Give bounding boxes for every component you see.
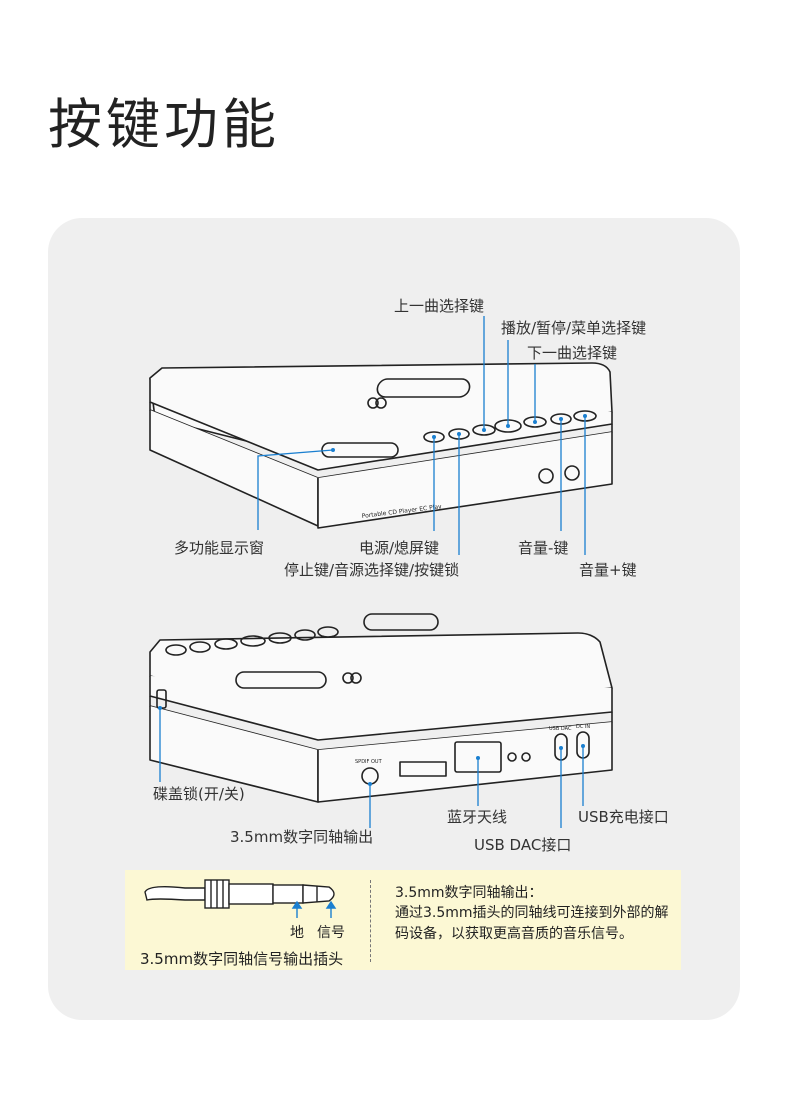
- note-title: 3.5mm数字同轴输出：: [395, 885, 543, 901]
- callout-dots: [158, 414, 587, 786]
- callout-usb-charge: USB充电接口: [578, 808, 669, 826]
- device-side-illustration: [149, 613, 613, 803]
- callout-lid-lock: 碟盖锁(开/关): [153, 785, 245, 803]
- callout-display-window: 多功能显示窗: [174, 539, 265, 557]
- usb-dac-port-label: USB DAC: [549, 726, 572, 732]
- callout-next-track: 下一曲选择键: [527, 344, 618, 362]
- coax-plug-illustration: [144, 879, 337, 918]
- spdif-port-label: SPDIF OUT: [355, 759, 383, 765]
- note-divider: [370, 880, 371, 962]
- callout-power: 电源/熄屏键: [359, 539, 440, 557]
- coax-plug-note: 地 信号 3.5mm数字同轴信号输出插头 3.5mm数字同轴输出： 通过3.5m…: [125, 870, 681, 970]
- page-title: 按键功能: [48, 93, 280, 156]
- plug-signal-label: 信号: [317, 925, 345, 941]
- callout-volume-down: 音量-键: [518, 539, 569, 557]
- plug-caption: 3.5mm数字同轴信号输出插头: [140, 950, 344, 968]
- callout-play-pause: 播放/暂停/菜单选择键: [501, 319, 647, 337]
- callout-bluetooth-antenna: 蓝牙天线: [447, 808, 508, 826]
- callout-stop: 停止键/音源选择键/按键锁: [284, 561, 460, 579]
- top-callout-lines: [257, 316, 586, 555]
- callout-prev-track: 上一曲选择键: [394, 297, 485, 315]
- device-top-illustration: [149, 362, 613, 529]
- plug-ground-label: 地: [290, 925, 304, 941]
- dc-in-port-label: DC IN: [576, 724, 590, 730]
- callout-usb-dac: USB DAC接口: [474, 836, 572, 854]
- side-callout-lines: [159, 708, 584, 828]
- callout-coax-output: 3.5mm数字同轴输出: [230, 828, 374, 846]
- callout-volume-up: 音量+键: [579, 561, 637, 579]
- note-body: 通过3.5mm插头的同轴线可连接到外部的解码设备，以获取更高音质的音乐信号。: [395, 905, 669, 942]
